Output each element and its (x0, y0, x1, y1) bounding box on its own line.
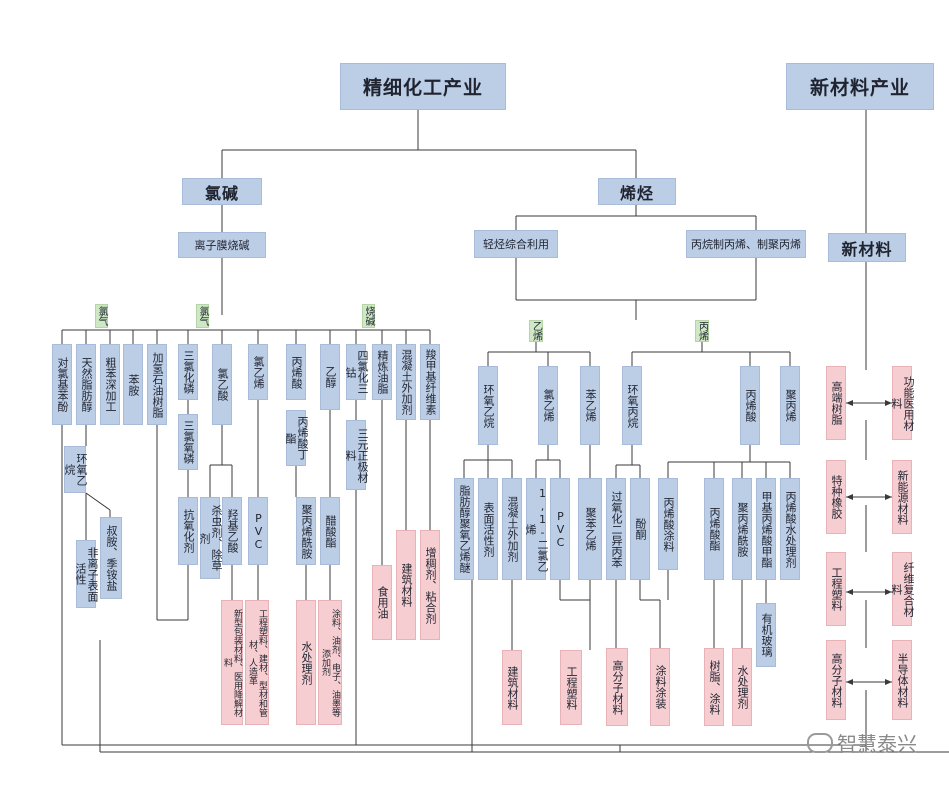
polymer-new-node: 高分子材料 (826, 640, 846, 720)
new-materials-industry: 新材料产业 (786, 63, 934, 110)
phenol-node: 酚酮 (630, 478, 650, 580)
sicl4-node: 四氯化三钴 (344, 344, 369, 400)
hydro-petro-resin-node: 加氢石油树脂 (147, 344, 167, 425)
ethanol-node: 乙醇 (320, 344, 340, 410)
epoxy-propane-node: 环氧丙烷 (622, 366, 642, 445)
vinyl-chloride-node: 氯乙烯 (248, 344, 268, 400)
polymer-prop-node: 高分子材料 (606, 648, 628, 726)
propane-dehydro-node: 丙烷制丙烯、制聚丙烯 (686, 230, 806, 258)
semiconductor-node: 半导体材料 (892, 640, 912, 720)
chloroacetic-node: 氯乙酸 (212, 344, 232, 425)
resin-coat-node: 树脂、涂料 (704, 648, 724, 726)
packaging-node: 新型包装材料、医用降解材料 (221, 600, 243, 725)
antioxidant-node: 抗氧化剂 (178, 497, 198, 565)
water-agent-node: 水处理剂 (732, 648, 752, 726)
pp-node: 聚丙烯 (780, 366, 800, 445)
acrylic-acid-node: 丙烯酸 (740, 366, 760, 445)
acrylic-coating-node: 丙烯酸涂料 (658, 478, 678, 570)
aniline-node: 苯胺 (123, 344, 143, 425)
chlorine-tag-2: 氯气 (196, 304, 209, 328)
pcl3-node: 三氯化磷 (178, 344, 198, 400)
ion-membrane-node: 离子膜烧碱 (178, 232, 266, 258)
fatty-alcohol-node: 天然脂肪醇 (76, 344, 96, 425)
energy-node: 新能源材料 (892, 460, 912, 534)
ethylene-tag: 乙烯 (529, 320, 543, 342)
benzene-deep-node: 粗苯深加工 (100, 344, 120, 425)
pocl3-node: 三氯氧磷 (178, 414, 198, 470)
hp-resin-node: 高端树脂 (826, 366, 846, 440)
light-hydrocarbon-node: 轻烃综合利用 (474, 230, 558, 258)
pcp-node: 对氯基苯酚 (52, 344, 72, 425)
chlor-alkali-node: 氯碱 (182, 178, 262, 205)
chlorine-tag-1: 氯气 (95, 304, 108, 328)
wechat-icon (807, 732, 833, 753)
surfactant-node: 表面活性剂 (478, 478, 498, 580)
coatings-chlor-node: 涂料、油剂、电子、油墨等添加剂 (318, 600, 342, 725)
dce-node: 1,1-二氯乙烯 (524, 478, 549, 580)
refined-oil-node: 精炼油脂 (372, 344, 392, 400)
fiber-node: 纤维复合材料 (890, 552, 915, 626)
eo-node: 环氧乙烷 (478, 366, 498, 445)
fatty-ether-node: 脂肪醇聚氧乙烯醚 (454, 478, 474, 580)
pesticide-node: 杀虫剂、除草剂 (198, 497, 223, 579)
building-eth-node: 建筑材料 (502, 650, 522, 725)
ternary-node: 三元正极材料 (344, 420, 369, 490)
organic-glass-node: 有机玻璃 (756, 603, 776, 667)
olefins-node: 烯烃 (598, 178, 676, 205)
pam-node: 聚丙烯酰胺 (732, 478, 752, 580)
acrylic-acid-chlor-node: 丙烯酸 (286, 344, 306, 400)
admixture-chlor-node: 混凝土外加剂 (396, 344, 416, 420)
ethyl-acetate-node: 醋酸酯 (320, 497, 340, 565)
medical-node: 功能医用材料 (890, 366, 915, 440)
tertiary-amine-node: 叔胺、季铵盐 (100, 517, 122, 599)
eng-plastics-eth-node: 工程塑料 (560, 650, 582, 725)
polyacrylamide-node: 聚丙烯酰胺 (296, 497, 316, 565)
coatings-prop-node: 涂料涂装 (650, 648, 670, 726)
pmma-node: 甲基丙烯酸甲酯 (756, 478, 776, 580)
nonionic-surf-node: 非离子表面活性 (74, 540, 99, 608)
watermark-text: 智慧泰兴 (837, 732, 917, 756)
butyl-acrylate-node: 丙烯酸丁酯 (284, 410, 309, 466)
water-treat-chlor-node: 水处理剂 (296, 600, 316, 725)
ethylene-oxide-node: 环氧乙烷 (63, 446, 88, 493)
watermark: 智慧泰兴 (807, 728, 917, 757)
vcm-node: 氯乙烯 (538, 366, 558, 445)
eng-plastic-new-node: 工程塑料 (826, 552, 846, 626)
thickener-node: 增稠剂、粘合剂 (420, 530, 440, 640)
pvc-chlor-node: PVC (248, 497, 268, 565)
pvc-eth-node: PVC (550, 478, 570, 580)
ps-node: 聚苯乙烯 (578, 478, 602, 580)
acrylic-water-node: 丙烯酸水处理剂 (780, 478, 800, 580)
edible-oil-node: 食用油 (372, 565, 392, 640)
admixture-eth-node: 混凝土外加剂 (502, 478, 522, 580)
eng-plastics-pvc-node: 工程塑料、建材、型材和管材、人造革 (245, 600, 269, 725)
new-material-node: 新材料 (828, 233, 906, 262)
building-chlor-node: 建筑材料 (396, 530, 416, 640)
caustic-tag: 烧碱 (362, 304, 375, 328)
hydroxyacetic-node: 羟基乙酸 (222, 497, 242, 565)
propylene-tag: 丙烯 (695, 320, 709, 342)
fine-chem-industry: 精细化工产业 (340, 63, 506, 110)
peroxide-node: 过氧化二异丙苯 (606, 478, 626, 580)
rubber-node: 特种橡胶 (826, 460, 846, 534)
styrene-node: 苯乙烯 (580, 366, 600, 445)
acrylate-node: 丙烯酸酯 (704, 478, 724, 580)
cmc-node: 羧甲基纤维素 (420, 344, 440, 420)
